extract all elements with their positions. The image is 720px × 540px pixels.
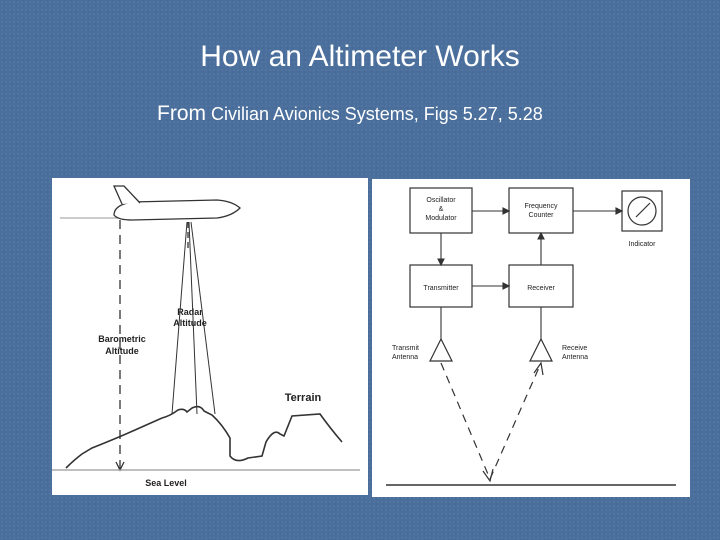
terrain-label: Terrain (285, 392, 322, 404)
frequency-counter-label-2: Counter (529, 212, 555, 219)
aircraft-icon (112, 185, 241, 221)
signal-up-arrow-icon (533, 361, 544, 376)
slide-title: How an Altimeter Works (200, 40, 520, 73)
receiver-label: Receiver (527, 285, 555, 292)
frequency-counter-box (508, 187, 574, 234)
signal-connectors (437, 207, 624, 339)
transmitter-label: Transmitter (423, 285, 459, 292)
subtitle-source: Civilian Avionics Systems, Figs 5.27, 5.… (206, 104, 543, 124)
block-diagram: Oscillator & Modulator Frequency Counter… (386, 187, 676, 486)
terrain-profile (65, 405, 343, 469)
indicator-needle-icon (635, 202, 651, 218)
frequency-counter-label-1: Frequency (524, 203, 558, 210)
transmit-antenna-label-1: Transmit (392, 345, 419, 352)
sea-level-label: Sea Level (145, 478, 187, 488)
oscillator-label-2: & (439, 206, 444, 213)
indicator-label: Indicator (629, 241, 657, 248)
receiver-box (508, 264, 574, 308)
oscillator-label-1: Oscillator (426, 197, 456, 204)
oscillator-label-3: Modulator (425, 215, 457, 222)
radar-beam (171, 221, 216, 415)
oscillator-modulator-box (409, 187, 473, 234)
altitude-figure: Radar Altitude Barometric Altitude Terra… (52, 178, 368, 495)
altitude-diagram: Radar Altitude Barometric Altitude Terra… (52, 185, 360, 488)
radar-altitude-label-1: Radar (177, 307, 203, 317)
transmit-antenna-label-2: Antenna (392, 354, 418, 361)
signal-path (440, 362, 542, 480)
altimeter-block-diagram: Oscillator & Modulator Frequency Counter… (372, 179, 690, 497)
subtitle-prefix: From (157, 102, 206, 125)
radar-altitude-label-2: Altitude (173, 318, 207, 328)
transmitter-box (409, 264, 473, 308)
receive-antenna-icon (529, 337, 553, 362)
signal-down-arrow-icon (482, 468, 494, 483)
transmit-antenna-icon (429, 337, 453, 362)
barometric-altitude-label-2: Altitude (105, 346, 139, 356)
barometric-altitude-label-1: Barometric (98, 334, 146, 344)
slide-subtitle: From Civilian Avionics Systems, Figs 5.2… (157, 102, 543, 126)
receive-antenna-label-1: Receive (562, 345, 587, 352)
receive-antenna-label-2: Antenna (562, 354, 588, 361)
